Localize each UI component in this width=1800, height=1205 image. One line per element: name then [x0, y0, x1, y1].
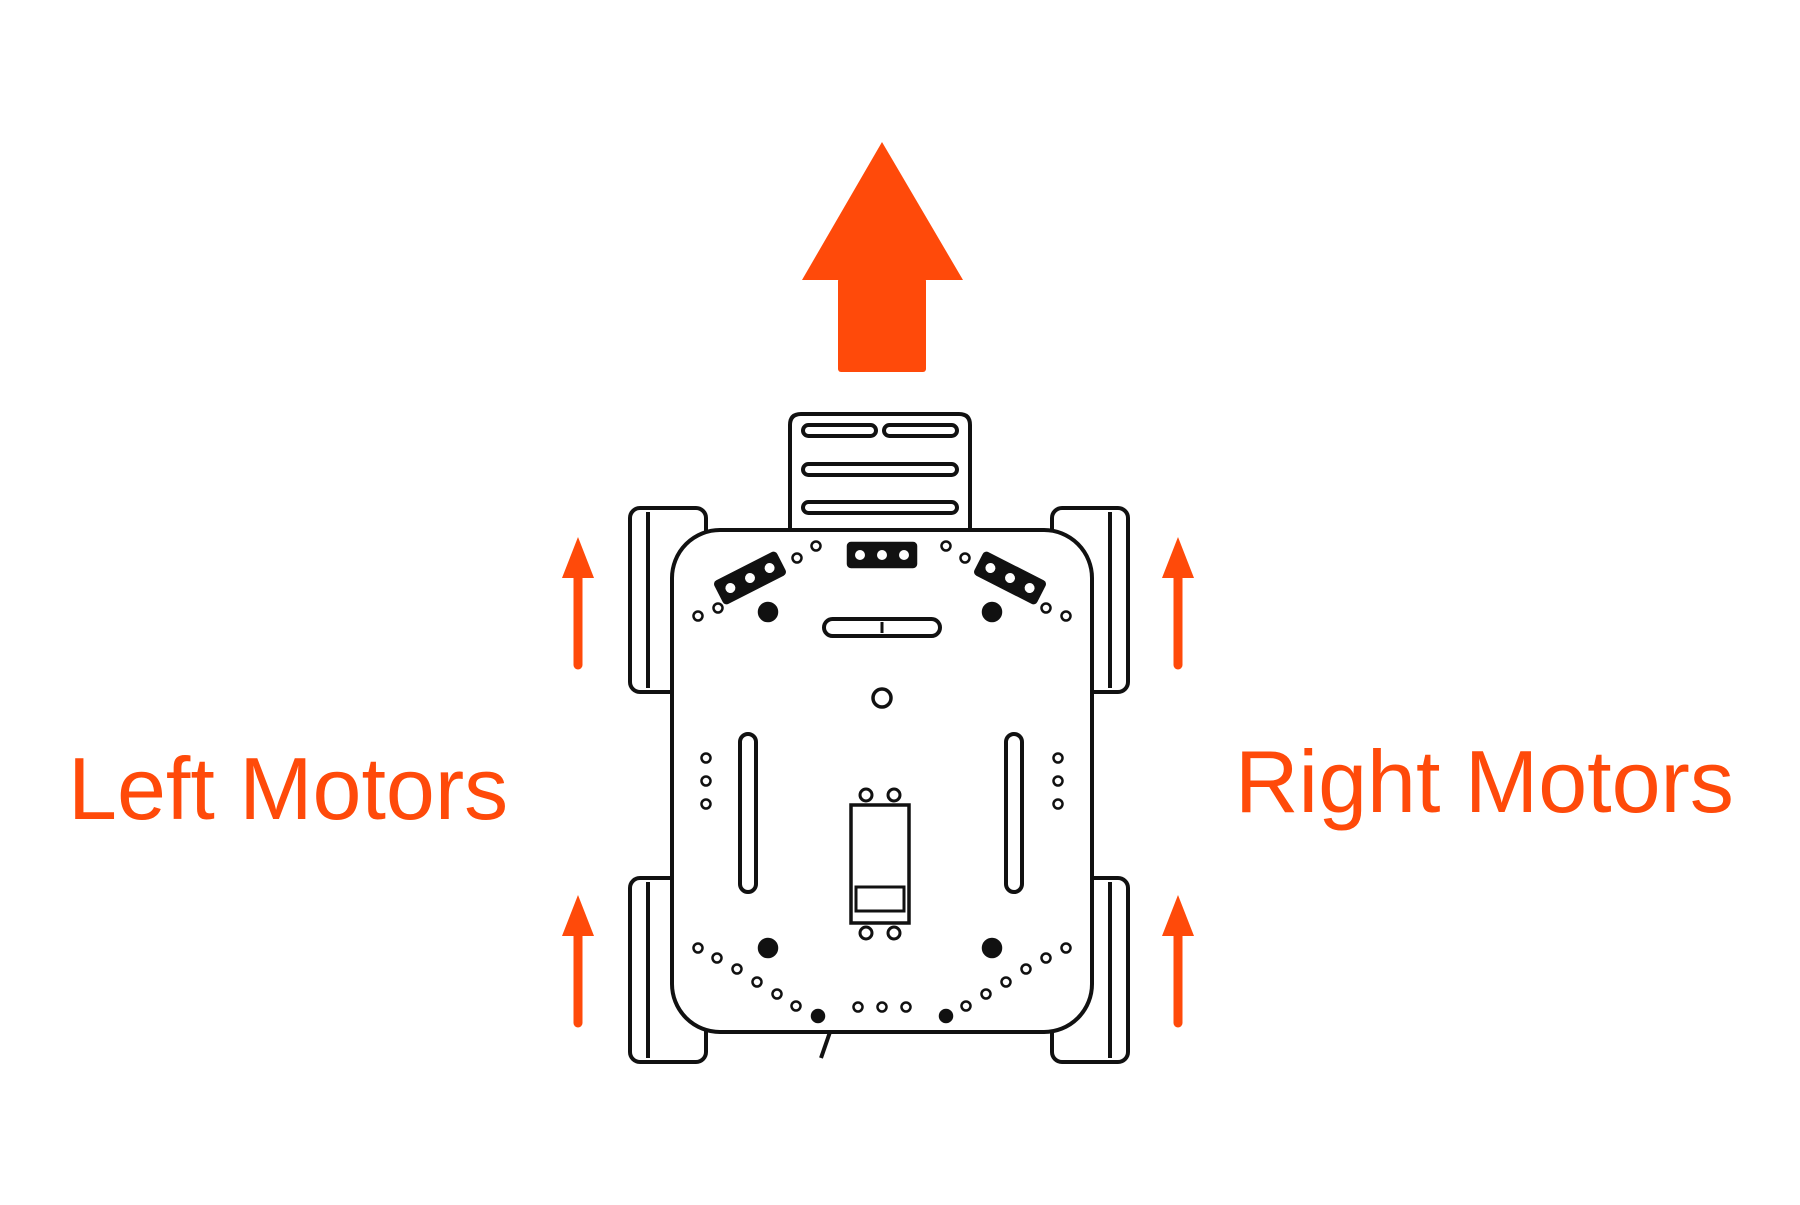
front-sensor [846, 541, 918, 569]
forward-arrow-icon [802, 142, 963, 372]
right-slot [1004, 732, 1024, 894]
right-angled-sensor [974, 551, 1046, 605]
center-slot [822, 617, 942, 638]
right-front-motor-arrow-icon [1162, 537, 1194, 670]
right-rear-motor-arrow-icon [1162, 895, 1194, 1028]
chassis-details [692, 540, 1072, 1024]
left-front-motor-arrow-icon [562, 537, 594, 670]
robot-chassis-icon [628, 412, 1130, 1064]
left-rear-motor-arrow-icon [562, 895, 594, 1028]
chassis-plate [670, 528, 1094, 1034]
right-motors-label: Right Motors [1235, 732, 1734, 831]
left-slot [738, 732, 758, 894]
left-angled-sensor [714, 551, 786, 605]
switch-module [849, 787, 911, 941]
front-bracket [788, 412, 972, 545]
left-motors-label: Left Motors [68, 739, 509, 838]
